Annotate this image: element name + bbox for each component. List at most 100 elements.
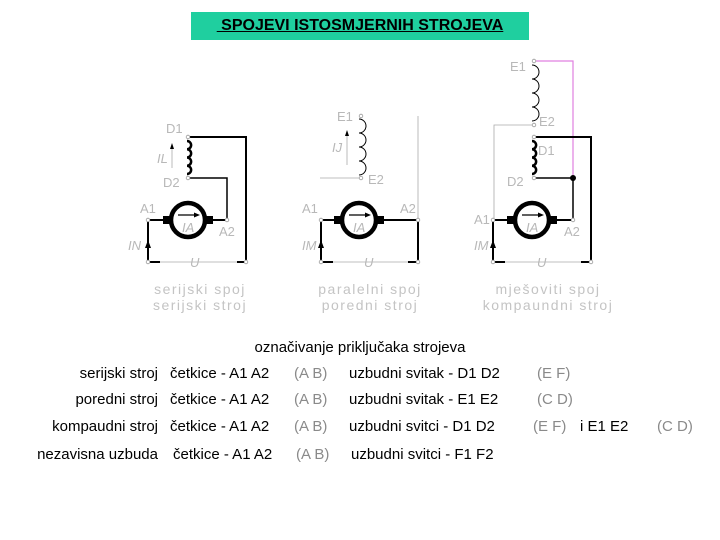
terminal bbox=[415, 259, 421, 265]
coils-old: (C D) bbox=[537, 391, 573, 408]
label-u: U bbox=[190, 255, 200, 270]
coils-old: (E F) bbox=[533, 418, 567, 435]
label-im: IM bbox=[474, 238, 489, 253]
compound-link-wire bbox=[534, 60, 574, 178]
brush bbox=[549, 216, 557, 224]
wire bbox=[188, 177, 228, 220]
terminal bbox=[145, 259, 151, 265]
wire bbox=[492, 220, 505, 263]
coil-winding bbox=[358, 118, 367, 176]
label-a2: A2 bbox=[219, 224, 235, 239]
motor-armature bbox=[168, 200, 208, 240]
brushes: četkice - A1 A2 bbox=[170, 365, 270, 382]
caption-line2: serijski stroj bbox=[153, 297, 247, 313]
terminal bbox=[531, 134, 537, 140]
label-d1: D1 bbox=[166, 121, 183, 136]
coils-second: i E1 E2 bbox=[580, 418, 629, 435]
terminal-marking-heading: označivanje priključaka strojeva bbox=[254, 339, 466, 356]
current-arrow-icon bbox=[318, 240, 324, 248]
caption-line1: mješoviti spoj bbox=[495, 281, 600, 297]
coil-winding bbox=[531, 64, 540, 122]
coils: uzbudni svitci - D1 D2 bbox=[349, 418, 495, 435]
connection-diagrams: D1 D2 IL A1 A2 IA IN U serijski spoj ser… bbox=[128, 58, 614, 313]
label-d2: D2 bbox=[507, 174, 524, 189]
wire bbox=[534, 136, 592, 262]
wire bbox=[493, 124, 534, 220]
label-u: U bbox=[537, 255, 547, 270]
brushes: četkice - A1 A2 bbox=[173, 446, 273, 463]
label-ia: IA bbox=[182, 220, 194, 235]
coils-old: (E F) bbox=[537, 365, 571, 382]
brushes-old: (A B) bbox=[294, 391, 328, 408]
label-e2: E2 bbox=[368, 172, 384, 187]
brushes-old: (A B) bbox=[294, 365, 328, 382]
coils: uzbudni svitak - D1 D2 bbox=[349, 365, 500, 382]
brush bbox=[334, 216, 342, 224]
junction-dot bbox=[570, 175, 576, 181]
label-e1: E1 bbox=[510, 59, 526, 74]
label-im: IM bbox=[302, 238, 317, 253]
machine-type: nezavisna uzbuda bbox=[37, 446, 158, 463]
terminal bbox=[318, 259, 324, 265]
label-ia: IA bbox=[353, 220, 365, 235]
brushes-old: (A B) bbox=[294, 418, 328, 435]
terminal bbox=[318, 217, 324, 223]
arrow-head bbox=[365, 212, 371, 218]
label-e2: E2 bbox=[539, 114, 555, 129]
brush bbox=[205, 216, 213, 224]
wire bbox=[408, 220, 419, 263]
coil-winding bbox=[531, 139, 538, 176]
terminal bbox=[570, 217, 576, 223]
terminal bbox=[224, 217, 230, 223]
terminal bbox=[415, 217, 421, 223]
arrow-head bbox=[538, 212, 544, 218]
current-arrow-icon bbox=[490, 240, 496, 248]
wire bbox=[320, 220, 333, 263]
terminal bbox=[490, 217, 496, 223]
parallel-diagram bbox=[318, 113, 421, 265]
slide-title: SPOJEVI ISTOSMJERNIH STROJEVA bbox=[191, 12, 529, 40]
label-a1: A1 bbox=[140, 201, 156, 216]
label-e1: E1 bbox=[337, 109, 353, 124]
compound-diagram bbox=[490, 58, 594, 265]
label-a2: A2 bbox=[564, 224, 580, 239]
terminal bbox=[531, 122, 537, 128]
brush bbox=[507, 216, 515, 224]
terminal bbox=[490, 259, 496, 265]
coils: uzbudni svitci - F1 F2 bbox=[351, 446, 494, 463]
label-u: U bbox=[364, 255, 374, 270]
caption-line2: poredni stroj bbox=[322, 297, 419, 313]
machine-type: poredni stroj bbox=[75, 391, 158, 408]
caption-line1: serijski spoj bbox=[154, 281, 246, 297]
terminal bbox=[358, 113, 364, 119]
current-arrow-icon bbox=[145, 240, 151, 248]
terminal bbox=[588, 259, 594, 265]
brush bbox=[163, 216, 171, 224]
label-il: IL bbox=[157, 151, 168, 166]
terminal bbox=[145, 217, 151, 223]
motor-armature bbox=[512, 200, 552, 240]
arrow-head bbox=[194, 212, 200, 218]
coils-second-old: (C D) bbox=[657, 418, 693, 435]
caption-line2: kompaundni stroj bbox=[483, 297, 614, 313]
wire bbox=[188, 136, 247, 262]
label-d1: D1 bbox=[538, 143, 555, 158]
label-in: IN bbox=[128, 238, 142, 253]
brushes: četkice - A1 A2 bbox=[170, 418, 270, 435]
label-a1: A1 bbox=[302, 201, 318, 216]
label-a1: A1 bbox=[474, 212, 490, 227]
machine-type: kompaudni stroj bbox=[52, 418, 158, 435]
terminal bbox=[185, 175, 191, 181]
coils: uzbudni svitak - E1 E2 bbox=[349, 391, 499, 408]
coil-winding bbox=[186, 139, 193, 176]
series-diagram bbox=[145, 134, 249, 265]
current-arrow-icon bbox=[345, 130, 349, 136]
terminal bbox=[243, 259, 249, 265]
wire bbox=[147, 220, 160, 263]
motor-armature bbox=[339, 200, 379, 240]
terminal bbox=[358, 175, 364, 181]
brushes-old: (A B) bbox=[296, 446, 330, 463]
terminal bbox=[185, 134, 191, 140]
current-arrow-icon bbox=[170, 143, 174, 149]
terminal bbox=[531, 58, 537, 64]
